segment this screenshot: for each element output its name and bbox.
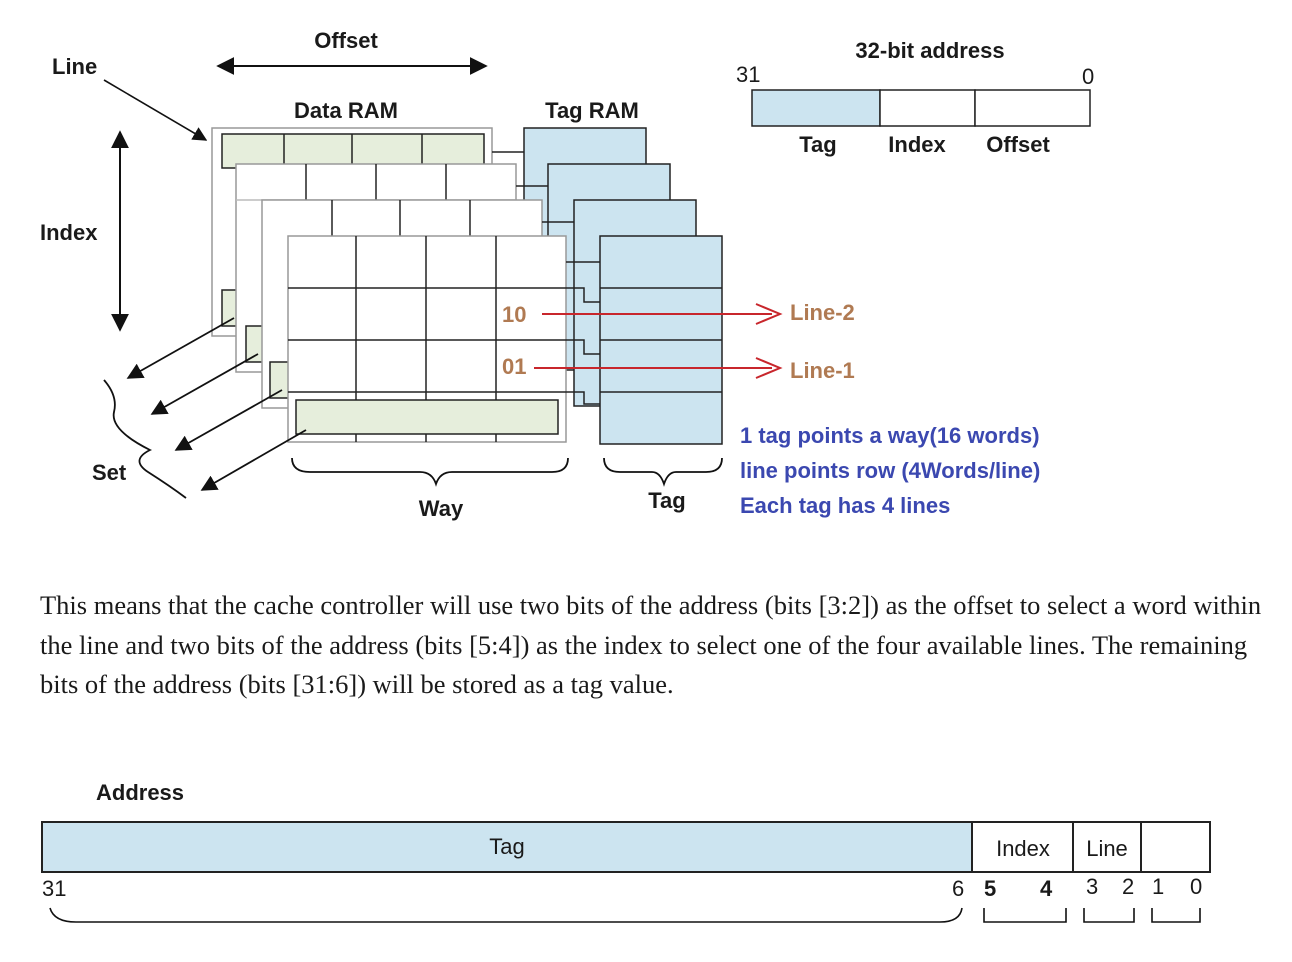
way-brace bbox=[291, 457, 569, 487]
address-32-field-index: Index bbox=[888, 132, 946, 157]
set-brace bbox=[103, 379, 187, 499]
bit-31: 31 bbox=[42, 876, 66, 901]
line-1-label: Line-1 bbox=[790, 358, 855, 383]
set-arrows bbox=[126, 317, 307, 491]
address-field-tag: Tag bbox=[489, 834, 524, 859]
line-bits-brace bbox=[1083, 908, 1135, 923]
address-32-title: 32-bit address bbox=[855, 38, 1004, 63]
address-32-lsb: 0 bbox=[1082, 64, 1094, 89]
bit-0: 0 bbox=[1190, 874, 1202, 899]
bit-1: 1 bbox=[1152, 874, 1164, 899]
explanation-paragraph: This means that the cache controller wil… bbox=[40, 590, 1262, 699]
bit-6: 6 bbox=[952, 876, 964, 901]
line-2-label: Line-2 bbox=[790, 300, 855, 325]
offset-label: Offset bbox=[314, 28, 378, 53]
tag-label: Tag bbox=[648, 488, 685, 513]
address-32-msb: 31 bbox=[736, 62, 760, 87]
bit-braces bbox=[49, 907, 1201, 923]
address-field-index: Index bbox=[996, 836, 1050, 861]
note-line: line points row (4Words/line) bbox=[740, 458, 1040, 483]
note-line: 1 tag points a way(16 words) bbox=[740, 423, 1040, 448]
set-label: Set bbox=[92, 460, 127, 485]
address-bar bbox=[41, 821, 1211, 873]
tag-brace bbox=[603, 457, 723, 487]
tag-ram-stack bbox=[523, 127, 723, 445]
offset-bits-brace bbox=[1151, 908, 1201, 923]
line-pointer-arrow bbox=[103, 79, 208, 141]
data-ram-layer-front bbox=[287, 235, 600, 443]
bit-2: 2 bbox=[1122, 874, 1134, 899]
data-ram-label: Data RAM bbox=[294, 98, 398, 123]
address-32-bar bbox=[751, 89, 1091, 127]
address-title: Address bbox=[96, 780, 184, 805]
address-32-field-offset: Offset bbox=[986, 132, 1050, 157]
line-10-value: 10 bbox=[502, 302, 526, 327]
bit-3: 3 bbox=[1086, 874, 1098, 899]
line-label: Line bbox=[52, 54, 97, 79]
note-line: Each tag has 4 lines bbox=[740, 493, 950, 518]
bit-4: 4 bbox=[1040, 876, 1053, 901]
line-01-value: 01 bbox=[502, 354, 526, 379]
tag-ram-label: Tag RAM bbox=[545, 98, 639, 123]
tag-bits-brace bbox=[49, 907, 963, 923]
index-label: Index bbox=[40, 220, 98, 245]
bit-5: 5 bbox=[984, 876, 996, 901]
index-bits-brace bbox=[983, 908, 1067, 923]
data-ram-stack bbox=[211, 127, 600, 443]
way-label: Way bbox=[419, 496, 464, 521]
line-1-arrowhead bbox=[755, 357, 783, 379]
tag-ram-block-front bbox=[599, 235, 723, 445]
address-field-line: Line bbox=[1086, 836, 1128, 861]
line-2-arrowhead bbox=[755, 303, 783, 325]
address-32-field-tag: Tag bbox=[799, 132, 836, 157]
